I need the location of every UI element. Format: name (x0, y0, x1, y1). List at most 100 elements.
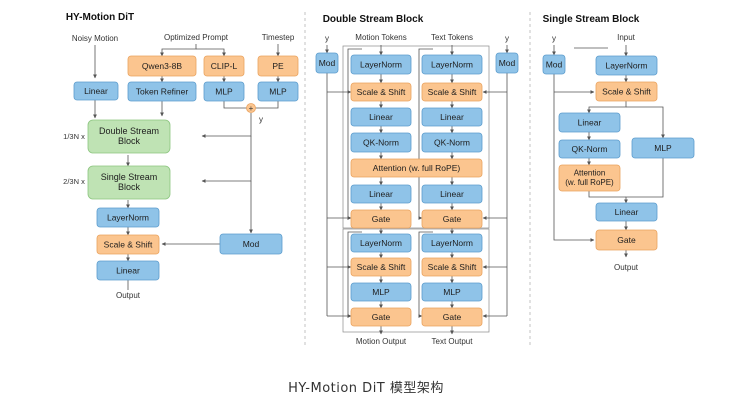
single-linear-box: Linear (558, 112, 621, 133)
double-motion-scale-shift-1-box-label: Scale & Shift (357, 87, 406, 97)
sum-node: + (246, 103, 256, 113)
double-text-linear-1-box: Linear (421, 107, 483, 127)
scale-shift-box-label: Scale & Shift (104, 239, 153, 249)
double-stream-block-box-label-0: Double Stream (99, 126, 159, 136)
linear-input-box-label: Linear (84, 86, 108, 96)
single-output-label: Output (614, 263, 639, 272)
single-input-label: Input (617, 33, 636, 42)
double-text-layernorm-2-box: LayerNorm (421, 233, 483, 253)
single-linear-out-box: Linear (595, 202, 658, 222)
double-text-scale-shift-1-box-label: Scale & Shift (428, 87, 477, 97)
double-text-gate-2-box-label: Gate (443, 312, 462, 322)
mlp-clip-box-label: MLP (215, 86, 233, 96)
double-motion-mlp-box: MLP (350, 282, 412, 302)
double-motion-layernorm-1-box-label: LayerNorm (360, 59, 402, 69)
single-scale-shift-box-label: Scale & Shift (602, 86, 651, 96)
double-text-scale-shift-2-box-label: Scale & Shift (428, 262, 477, 272)
mod-box: Mod (219, 233, 283, 255)
double-motion-scale-shift-1-box: Scale & Shift (350, 82, 412, 102)
double-y-right-label: y (505, 34, 509, 43)
double-text-scale-shift-2-box: Scale & Shift (421, 257, 483, 277)
mod-box-label: Mod (243, 239, 260, 249)
mlp-clip-box: MLP (203, 81, 245, 102)
y-condition-label: y (259, 115, 263, 124)
single-stream-block-box-label-1: Block (118, 182, 141, 192)
figure-caption: HY-Motion DiT 模型架构 (288, 381, 444, 396)
double-y-left-label: y (325, 34, 329, 43)
double-text-linear-2-box-label: Linear (440, 189, 464, 199)
double-text-mlp-box-label: MLP (443, 287, 461, 297)
motion-output-label: Motion Output (356, 337, 407, 346)
motion-tokens-label: Motion Tokens (355, 33, 406, 42)
double-text-layernorm-2-box-label: LayerNorm (431, 238, 473, 248)
double-motion-qk-norm-box: QK-Norm (350, 132, 412, 153)
double-text-qk-norm-box: QK-Norm (421, 132, 483, 153)
pe-box-label: PE (272, 61, 284, 71)
scale-shift-box: Scale & Shift (96, 234, 160, 255)
single-y-label: y (552, 34, 556, 43)
noisy-motion-label: Noisy Motion (72, 34, 118, 43)
double-motion-gate-1-box-label: Gate (372, 214, 391, 224)
single-stream-block-box-label-0: Single Stream (101, 172, 158, 182)
double-motion-gate-2-box-label: Gate (372, 312, 391, 322)
single-mod-box-label: Mod (546, 59, 563, 69)
single-qk-norm-box-label: QK-Norm (572, 144, 608, 154)
text-output-label: Text Output (432, 337, 474, 346)
double-motion-scale-shift-2-box: Scale & Shift (350, 257, 412, 277)
single-linear-out-box-label: Linear (615, 207, 639, 217)
svg-text:Attention(w. full RoPE): Attention(w. full RoPE) (565, 169, 614, 187)
double-motion-linear-1-box: Linear (350, 107, 412, 127)
text-tokens-label: Text Tokens (431, 33, 473, 42)
mlp-pe-box: MLP (257, 81, 299, 102)
double-motion-scale-shift-2-box-label: Scale & Shift (357, 262, 406, 272)
double-text-layernorm-1-box-label: LayerNorm (431, 59, 473, 69)
linear-output-box: Linear (96, 260, 160, 281)
single-layernorm-box: LayerNorm (595, 55, 658, 76)
single-attention-box: Attention(w. full RoPE) (558, 164, 621, 192)
clip-l-box: CLIP-L (203, 55, 245, 77)
token-refiner-box-label: Token Refiner (136, 86, 189, 96)
single-mlp-box: MLP (631, 137, 695, 159)
sum-node-label: + (249, 104, 254, 113)
double-attention-box-label: Attention (w. full RoPE) (373, 163, 461, 173)
linear-output-box-label: Linear (116, 265, 140, 275)
double-motion-linear-1-box-label: Linear (369, 112, 393, 122)
double-motion-linear-2-box: Linear (350, 184, 412, 204)
title-hy-motion-dit: HY-Motion DiT (66, 12, 134, 23)
double-text-gate-1-box: Gate (421, 209, 483, 229)
connector-lines (93, 12, 665, 348)
double-motion-layernorm-2-box-label: LayerNorm (360, 238, 402, 248)
double-motion-gate-1-box: Gate (350, 209, 412, 229)
output-label: Output (116, 291, 141, 300)
double-mod-right-box: Mod (495, 52, 519, 74)
single-scale-shift-box: Scale & Shift (595, 81, 658, 102)
double-text-qk-norm-box-label: QK-Norm (434, 137, 470, 147)
double-mod-right-box-label: Mod (499, 58, 516, 68)
qwen3-8b-box: Qwen3-8B (127, 55, 197, 77)
double-motion-layernorm-1-box: LayerNorm (350, 54, 412, 75)
linear-input-box: Linear (73, 81, 119, 101)
single-mlp-box-label: MLP (654, 143, 672, 153)
double-motion-gate-2-box: Gate (350, 307, 412, 327)
double-text-linear-1-box-label: Linear (440, 112, 464, 122)
single-gate-box: Gate (595, 229, 658, 251)
double-text-mlp-box: MLP (421, 282, 483, 302)
double-stream-block-box-label-1: Block (118, 136, 141, 146)
clip-l-box-label: CLIP-L (211, 61, 238, 71)
title-single-stream-block: Single Stream Block (543, 14, 640, 25)
token-refiner-box: Token Refiner (127, 81, 197, 102)
double-motion-qk-norm-box-label: QK-Norm (363, 137, 399, 147)
single-gate-box-label: Gate (617, 235, 636, 245)
double-text-scale-shift-1-box: Scale & Shift (421, 82, 483, 102)
single-attention-box-label-1: (w. full RoPE) (565, 178, 614, 187)
double-motion-layernorm-2-box: LayerNorm (350, 233, 412, 253)
repeat-double-label: 1/3N x (63, 132, 85, 141)
layernorm-box: LayerNorm (96, 207, 160, 228)
single-layernorm-box-label: LayerNorm (605, 60, 647, 70)
optimized-prompt-label: Optimized Prompt (164, 33, 229, 42)
